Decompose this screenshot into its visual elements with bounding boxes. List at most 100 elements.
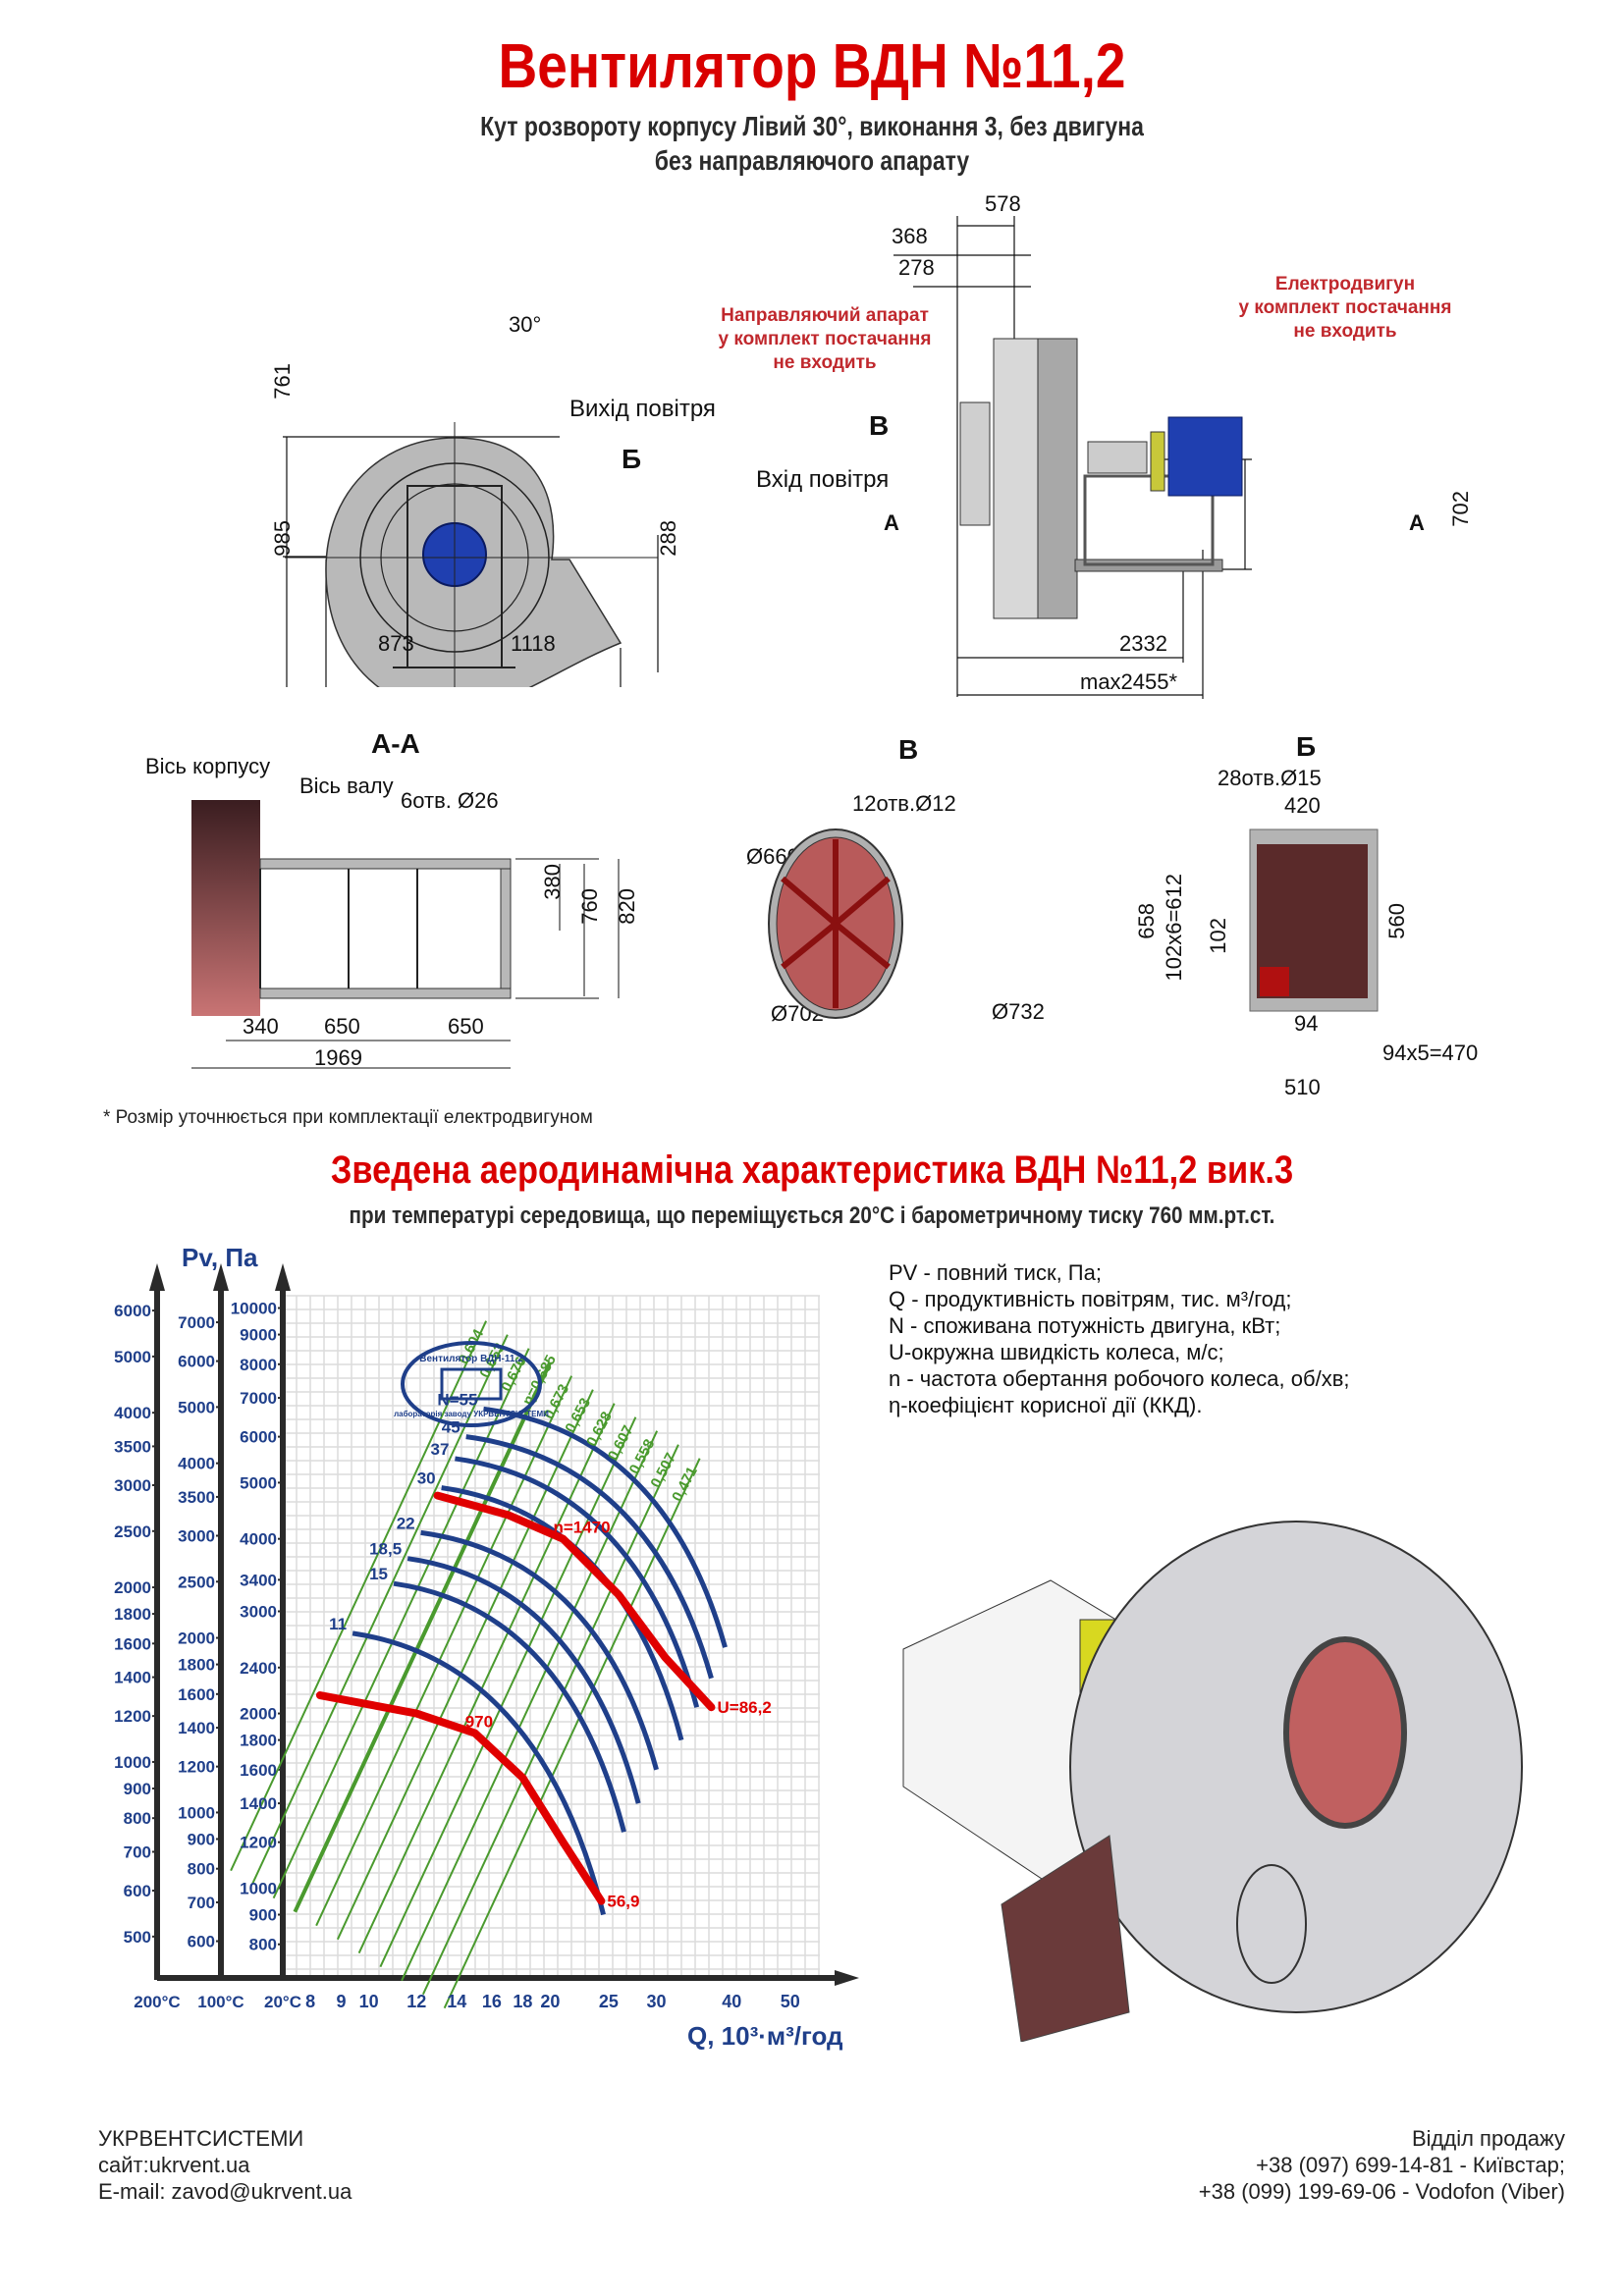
y-tick-label: 5000 <box>114 1348 151 1366</box>
speed-curves <box>315 1491 716 1905</box>
view-v-title: В <box>898 734 919 765</box>
legend-item: U-окружна швидкість колеса, м/с; <box>889 1340 1224 1364</box>
y-axis-arrow <box>149 1263 165 1291</box>
y-tick-label: 1400 <box>178 1719 215 1737</box>
efficiency-line <box>230 1320 488 1872</box>
chart-legend: PV - повний тиск, Па; Q - продуктивність… <box>889 1259 1350 1418</box>
efficiency-line <box>421 1444 679 1996</box>
power-curve-label: 37 <box>430 1440 449 1459</box>
y-tick-label: 1800 <box>178 1656 215 1675</box>
shaft-axis-label: Вісь валу <box>299 774 394 798</box>
speed-curve-label: n=1470 <box>553 1519 610 1537</box>
dim-873: 873 <box>378 631 414 656</box>
y-tick-label: 3000 <box>114 1476 151 1495</box>
x-tick-label: 12 <box>406 1992 426 2011</box>
x-tick-label: 40 <box>722 1992 741 2011</box>
y-tick-label: 900 <box>188 1830 215 1848</box>
dim-1118: 1118 <box>511 631 556 656</box>
dim-820: 820 <box>615 888 639 925</box>
lab-stamp: Вентилятор ВДН-11,2 лабораторія заводу У… <box>394 1341 549 1427</box>
efficiency-label: 0,471 <box>669 1464 701 1504</box>
y-axis-label: Pv, Па <box>182 1243 258 1272</box>
y-axis-arrow <box>213 1263 229 1291</box>
motor-note: Електродвигун у комплект постачання не в… <box>1198 273 1492 344</box>
y-tick-label: 3000 <box>178 1526 215 1545</box>
fan-3d-render <box>902 1521 1523 2042</box>
x-tick-label: 25 <box>599 1992 619 2011</box>
y-tick-label: 3000 <box>240 1603 277 1622</box>
efficiency-line <box>272 1348 530 1899</box>
y-tick-label: 900 <box>124 1780 151 1798</box>
efficiency-line <box>379 1416 637 1968</box>
footnote: * Розмір уточнюється при комплектації ел… <box>103 1107 593 1128</box>
y-tick-label: 600 <box>124 1882 151 1900</box>
dim-560: 560 <box>1384 903 1409 939</box>
speed-curve <box>315 1691 606 1905</box>
legend-item: PV - повний тиск, Па; <box>889 1260 1102 1285</box>
chart-axes <box>149 1263 859 1986</box>
section-aa-drawing <box>191 800 620 1069</box>
y-tick-label: 6000 <box>114 1302 151 1320</box>
dim-max-2455: max2455* <box>1080 669 1178 694</box>
x-tick-label: 30 <box>647 1992 667 2011</box>
guide-note-line: не входить <box>773 352 877 373</box>
y-tick-label: 2000 <box>240 1705 277 1724</box>
side-view-drawing <box>893 216 1252 699</box>
y-tick-label: 1200 <box>240 1834 277 1852</box>
page-subtitle-line1: Кут розвороту корпусу Лівий 30°, виконан… <box>480 111 1144 141</box>
y-tick-label: 4000 <box>240 1530 277 1549</box>
sales-phone-1[interactable]: +38 (097) 699-14-81 - Київстар; <box>1256 2153 1565 2177</box>
x-tick-label: 16 <box>482 1992 502 2011</box>
chart-subtitle: при температурі середовища, що переміщує… <box>349 1202 1275 1229</box>
motor-note-line: Електродвигун <box>1274 274 1416 294</box>
section-a-marker-right: А <box>1409 510 1425 535</box>
y-tick-label: 1200 <box>178 1758 215 1777</box>
housing-axis-label: Вісь корпусу <box>145 754 271 778</box>
efficiency-line <box>315 1375 573 1927</box>
y-tick-label: 1400 <box>114 1669 151 1687</box>
x-tick-label: 18 <box>513 1992 532 2011</box>
legend-item: n - частота обертання робочого колеса, о… <box>889 1366 1350 1391</box>
section-aa-title: А-А <box>371 728 420 759</box>
power-curves <box>352 1406 728 1916</box>
x-temp-label: 20°C <box>264 1993 301 2011</box>
dim-650-b: 650 <box>448 1014 484 1039</box>
y-tick-label: 4000 <box>114 1404 151 1422</box>
dim-760: 760 <box>577 888 602 925</box>
view-v-holes-label: 12отв.Ø12 <box>852 791 956 816</box>
y-tick-label: 900 <box>249 1906 277 1925</box>
x-temp-label: 200°C <box>134 1993 180 2011</box>
dim-578: 578 <box>985 191 1021 216</box>
outlet-label: Вихід повітря <box>569 396 716 422</box>
y-tick-label: 8000 <box>240 1356 277 1374</box>
power-curve-label: 30 <box>417 1469 436 1488</box>
x-tick-label: 20 <box>540 1992 560 2011</box>
sales-phone-2[interactable]: +38 (099) 199-69-06 - Vodofon (Viber) <box>1198 2179 1565 2204</box>
motor-note-line: у комплект постачання <box>1238 297 1452 318</box>
view-b-drawing <box>1249 828 1379 1012</box>
motor-note-line: не входить <box>1293 321 1397 342</box>
y-tick-label: 7000 <box>178 1313 215 1332</box>
company-email-link[interactable]: E-mail: zavod@ukrvent.ua <box>98 2179 352 2204</box>
y-tick-label: 2500 <box>114 1522 151 1541</box>
y-tick-label: 10000 <box>231 1300 277 1318</box>
footer-sales: Відділ продажу +38 (097) 699-14-81 - Киї… <box>1199 2125 1565 2205</box>
power-curve <box>455 1456 700 1708</box>
y-tick-label: 800 <box>124 1809 151 1828</box>
stamp-bottom-text: лабораторія заводу УКРВЕНТСИСТЕМИ <box>394 1410 549 1418</box>
y-tick-label: 1600 <box>178 1685 215 1704</box>
y-tick-label: 2500 <box>178 1573 215 1591</box>
efficiency-line <box>336 1389 594 1941</box>
dim-2332: 2332 <box>1119 631 1167 656</box>
section-a-marker-left: А <box>884 510 899 535</box>
x-temp-label: 100°C <box>197 1993 244 2011</box>
y-tick-label: 800 <box>249 1936 277 1954</box>
company-site-link[interactable]: сайт:ukrvent.ua <box>98 2153 250 2177</box>
dim-420: 420 <box>1284 793 1321 818</box>
power-curve <box>483 1406 728 1648</box>
x-tick-label: 14 <box>447 1992 466 2011</box>
speed-curve-label: 970 <box>465 1713 493 1732</box>
y-tick-label: 1800 <box>114 1605 151 1624</box>
section-b-marker: Б <box>622 444 642 474</box>
dim-368: 368 <box>892 224 928 248</box>
